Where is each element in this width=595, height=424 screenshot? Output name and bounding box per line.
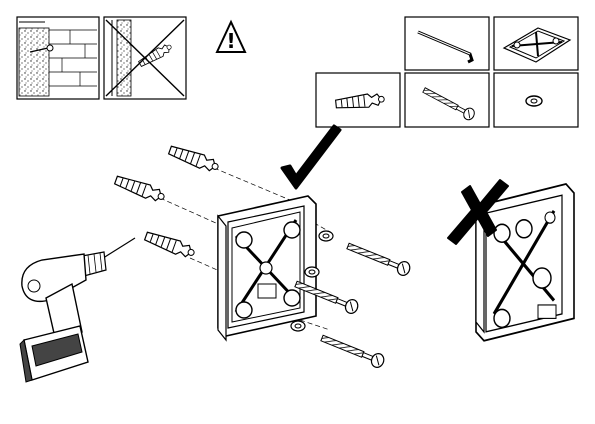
check-mark [282,126,340,188]
correct-mounting [114,126,412,369]
warning-glyph: ! [226,29,235,53]
hollow-wall-panel [104,17,186,99]
washer [494,73,578,127]
screw [405,73,489,127]
wall-plug [316,73,400,127]
warning-triangle-icon: ! [217,22,245,53]
incorrect-mounting [448,180,574,341]
power-drill [20,238,135,382]
solid-wall-panel [17,17,99,99]
hex-key [405,17,489,70]
mounting-bracket [494,17,578,70]
